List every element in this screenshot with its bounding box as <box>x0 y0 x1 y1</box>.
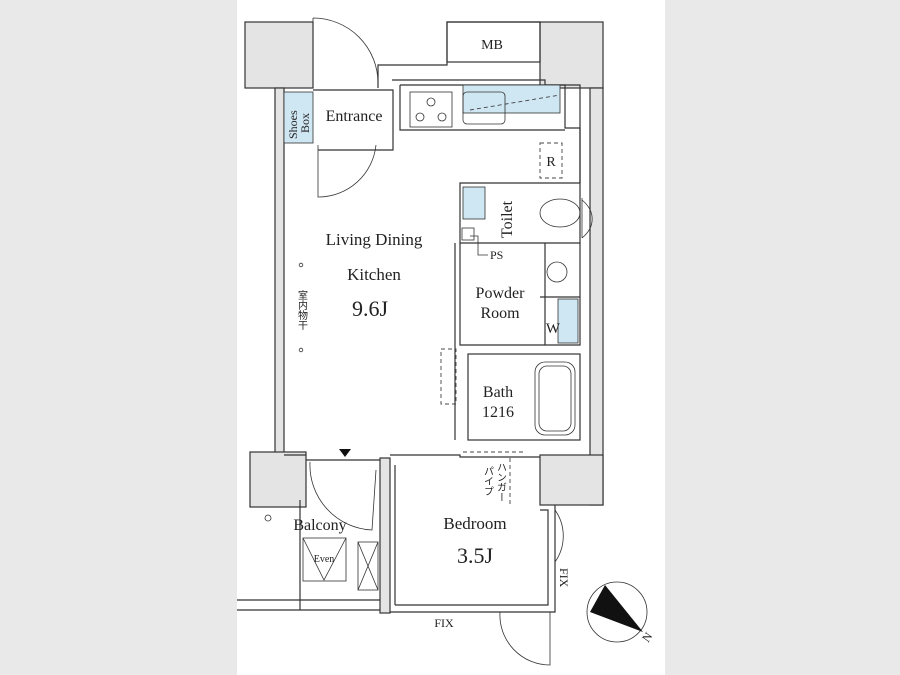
powder-room <box>454 243 581 440</box>
bath-room <box>467 353 581 441</box>
refrigerator-label: R <box>546 155 556 170</box>
sink-icon <box>462 91 506 125</box>
water-heater-box <box>302 537 347 582</box>
bath-size: 1216 <box>482 404 514 421</box>
shoes-box <box>283 91 314 144</box>
indoor-drying-label: 室内物干 <box>296 289 308 331</box>
north-label: N <box>639 629 656 644</box>
hanger-pipe-label-2: パイプ <box>482 466 494 496</box>
bathtub-icon <box>534 361 576 436</box>
bedroom-side-door[interactable] <box>554 509 564 563</box>
door-pocket <box>440 348 457 405</box>
even-label: Even <box>314 554 335 565</box>
burner-icon <box>426 97 436 107</box>
refrigerator-space <box>539 142 563 179</box>
window-marker-icon <box>339 449 351 457</box>
balcony-door[interactable] <box>309 461 377 531</box>
hanger-pipe-label-1: ハンガー <box>495 462 507 502</box>
north-arrow-icon <box>590 585 643 632</box>
ldk-label-1: Living Dining <box>326 230 423 249</box>
bedroom-bottom-door[interactable] <box>499 611 551 666</box>
ldk-label-2: Kitchen <box>347 265 401 284</box>
bath-label: Bath <box>483 384 513 401</box>
shoes-box-label-2: Box <box>298 113 312 133</box>
ldk-size: 9.6J <box>352 296 389 321</box>
bedroom-size: 3.5J <box>457 543 494 568</box>
burner-icon <box>437 112 447 122</box>
entrance-label: Entrance <box>326 108 383 125</box>
powder-label-1: Powder <box>476 285 526 302</box>
entrance-door[interactable] <box>312 17 379 198</box>
outdoor-unit <box>357 541 379 591</box>
fix-bottom-label: FIX <box>434 616 454 630</box>
kitchen-counter <box>399 84 581 183</box>
compass: N <box>586 581 656 645</box>
mb-box <box>446 21 541 63</box>
powder-label-2: Room <box>480 305 520 322</box>
walls <box>237 21 604 614</box>
toilet-icon <box>539 198 581 228</box>
toilet-label: Toilet <box>499 200 516 238</box>
bedroom-label: Bedroom <box>443 514 506 533</box>
burner-icon <box>415 112 425 122</box>
washbasin-icon <box>546 261 568 283</box>
washer-space <box>557 298 579 344</box>
toilet-door[interactable] <box>581 198 593 239</box>
shoes-box-label-1: Shoes <box>286 110 300 139</box>
ps-label: PS <box>490 248 503 262</box>
washer-label: W <box>546 321 561 337</box>
balcony-label: Balcony <box>293 517 346 534</box>
mb-label: MB <box>481 38 503 53</box>
fix-side-label: FIX <box>557 568 571 588</box>
